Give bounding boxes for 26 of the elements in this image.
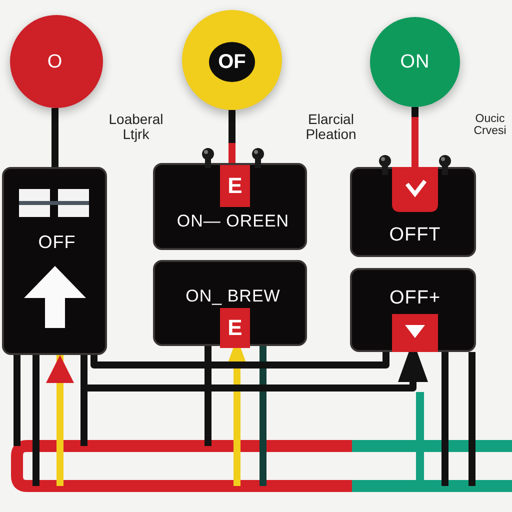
- panel-label: OFFT: [389, 226, 441, 244]
- wire: [412, 107, 418, 167]
- switch-panel: [350, 167, 476, 257]
- indicator-circle: [10, 15, 103, 108]
- annotation-text: Oucic Crvesi: [472, 113, 508, 138]
- panel-label: OFF+: [389, 288, 441, 308]
- panel-label: ON_ BREW: [186, 288, 280, 304]
- annotation-text: Elarcial Pleation: [304, 112, 358, 142]
- panel-label: OFF: [38, 233, 76, 251]
- circle-label: ON: [400, 52, 430, 72]
- wire: [228, 110, 236, 163]
- indicator-circle: [182, 10, 282, 110]
- annotation-text: Loaberal Ltjrk: [108, 112, 164, 142]
- wire: [90, 352, 390, 368]
- switch-panel: [2, 167, 107, 355]
- letter-tab: E: [220, 165, 250, 207]
- switch-panel: [350, 268, 476, 352]
- indicator-circle: [370, 17, 460, 107]
- letter-tab: E: [220, 308, 250, 348]
- switch-panel: [153, 163, 307, 250]
- arrow: [46, 355, 74, 486]
- wire: [52, 108, 58, 167]
- disc-label: OF: [209, 42, 255, 82]
- circle-label: O: [47, 52, 63, 72]
- panel-label: ON— OREEN: [176, 212, 290, 230]
- switch-panel: [153, 260, 307, 346]
